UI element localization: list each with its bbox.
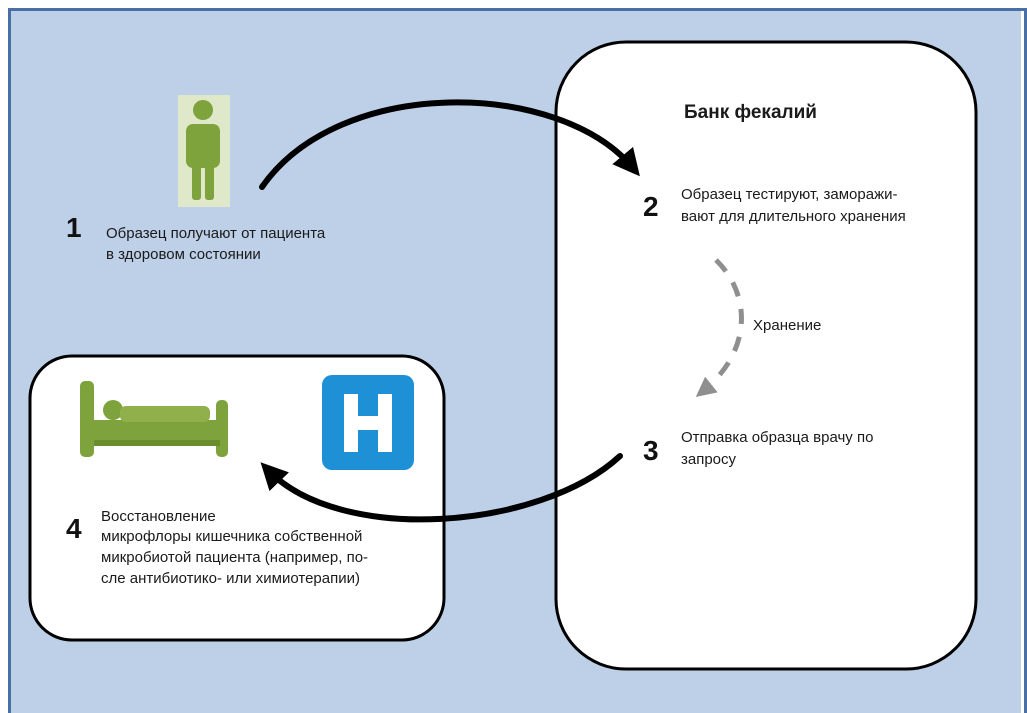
step-1-line-1: Образец получают от пациента [106,225,326,242]
arrow-patient-to-bank [259,99,640,190]
step-3-number: 3 [643,435,659,466]
step-1-line-2: в здоровом состоянии [106,246,261,263]
step-4-line-1: Восстановление [101,508,216,525]
person-icon [178,95,230,207]
hospital-sign-icon [322,375,414,470]
step-4-line-3: микробиотой пациента (например, по- [101,549,368,566]
hospital-bed-icon [80,381,228,457]
diagram-panel [8,8,1027,713]
step-4-line-2: микрофлоры кишечника собственной [101,528,362,545]
step-4-number: 4 [66,513,82,544]
step-1-number: 1 [66,212,82,243]
step-3-line-1: Отправка образца врачу по [681,429,873,446]
step-2-line-2: вают для длительного хранения [681,208,906,225]
step-4-line-4: сле антибиотико- или химиотерапии) [101,570,360,587]
storage-label: Хранение [753,317,821,334]
arrow-bank-to-patient [260,453,623,523]
step-2-number: 2 [643,191,659,222]
step-3-line-2: запросу [681,451,737,468]
fecal-bank-box [554,40,978,671]
bank-title: Банк фекалий [684,102,817,123]
step-2-line-1: Образец тестируют, заморажи- [681,186,897,203]
